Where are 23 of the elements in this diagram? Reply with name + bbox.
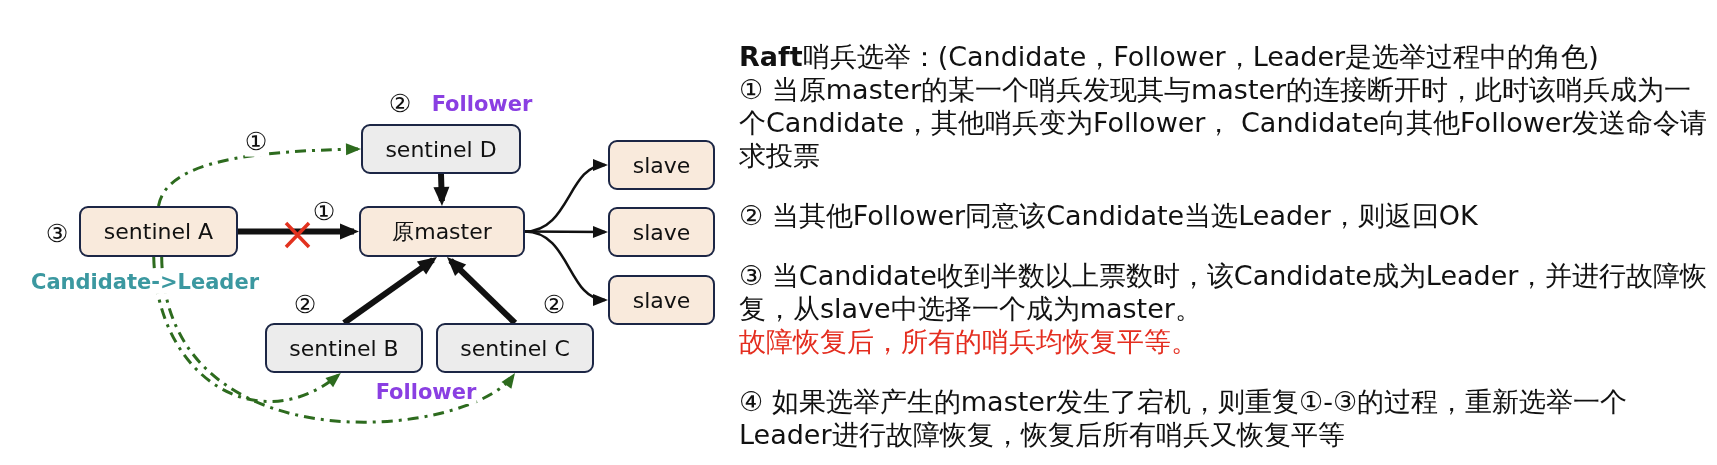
arrow — [433, 173, 450, 206]
arrow — [152, 256, 341, 403]
note-text: 故障恢复后，所有的哨兵均恢复平等。 — [739, 325, 1199, 358]
arrow — [342, 257, 437, 326]
paragraph: ③ 当Candidate收到半数以上票数时，该Candidate成为Leader，并进行故障恢复，从slave中选择一个成为master。 — [739, 259, 1709, 325]
process-box: slave — [608, 275, 715, 325]
arrow — [238, 223, 359, 240]
process-box: sentinel A — [79, 206, 238, 257]
process-box: sentinel D — [361, 124, 521, 174]
process-box: 原master — [359, 206, 525, 257]
process-box: sentinel B — [265, 323, 423, 373]
paragraph: ① 当原master的某一个哨兵发现其与master的连接断开时，此时该哨兵成为一个Candidate，其他哨兵变为Follower， Candidate向其他Follower发送命令请求投票 — [739, 73, 1709, 172]
arrow — [447, 257, 518, 326]
paragraph: ④ 如果选举产生的master发生了宕机，则重复①-③的过程，重新选举一个Leader进行故障恢复，恢复后所有哨兵又恢复平等 — [739, 385, 1629, 451]
process-box: sentinel C — [436, 323, 594, 373]
process-box: slave — [608, 140, 715, 190]
arrow — [157, 143, 361, 207]
process-box: slave — [608, 207, 715, 257]
paragraph: ② 当其他Follower同意该Candidate当选Leader，则返回OK — [739, 199, 1479, 232]
arrow — [160, 256, 516, 424]
heading: Raft哨兵选举：(Candidate，Follower，Leader是选举过程中的角色) — [739, 40, 1600, 73]
arrow — [524, 230, 608, 305]
arrow — [525, 225, 608, 238]
